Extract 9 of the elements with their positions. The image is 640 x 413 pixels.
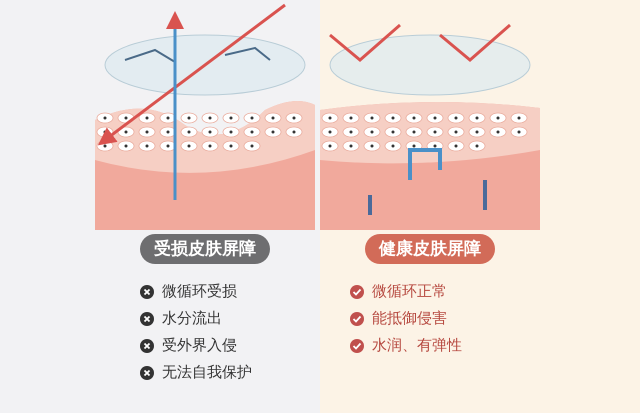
title-badge: 健康皮肤屏障 — [365, 234, 495, 264]
title-badge: 受损皮肤屏障 — [140, 234, 270, 264]
list-item: 水润、有弹性 — [372, 336, 462, 355]
list-item: 无法自我保护 — [162, 363, 252, 382]
list-item: 微循环正常 — [372, 282, 447, 301]
list-item: 水分流出 — [162, 309, 222, 328]
list-item: 受外界入侵 — [162, 336, 237, 355]
list-item: 能抵御侵害 — [372, 309, 447, 328]
list-item: 微循环受损 — [162, 282, 237, 301]
